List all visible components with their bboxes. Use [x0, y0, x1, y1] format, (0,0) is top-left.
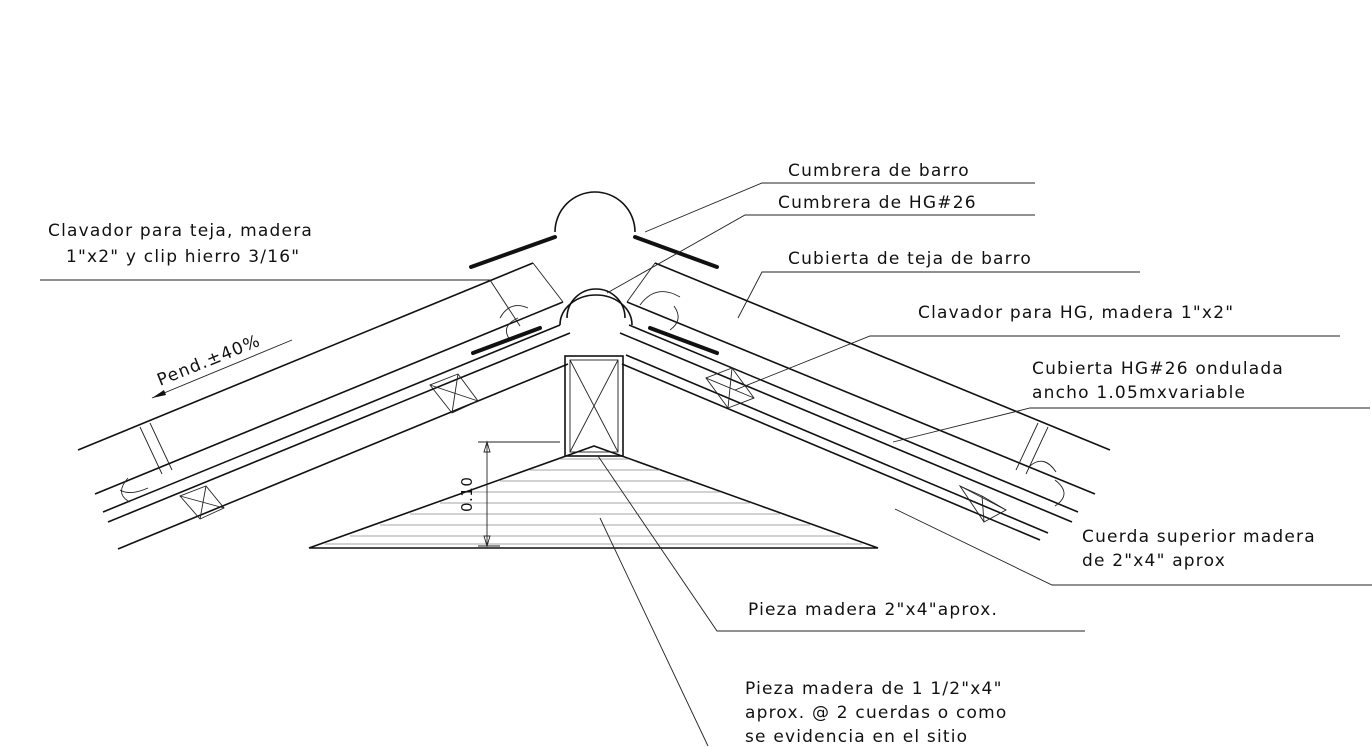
label-pieza-2x4: Pieza madera 2"x4"aprox.	[748, 600, 998, 620]
slope-annotation: Pend.±40%	[151, 331, 293, 399]
dimension-label: 0.10	[458, 477, 476, 512]
hg-ridge-cap	[559, 288, 633, 326]
slope-label: Pend.±40%	[154, 331, 263, 391]
label-clavador-teja-2: 1"x2" y clip hierro 3/16"	[66, 247, 300, 267]
label-cumbrera-hg: Cumbrera de HG#26	[778, 193, 977, 213]
leader-lines	[40, 182, 1372, 747]
label-cuerda-2: de 2"x4" aprox	[1082, 551, 1226, 571]
clay-ridge-cap	[469, 191, 719, 269]
left-roof-slope	[77, 262, 571, 550]
king-post	[564, 355, 624, 457]
right-roof-slope	[619, 262, 1111, 541]
label-cubierta-hg-2: ancho 1.05mxvariable	[1032, 383, 1246, 403]
label-pieza-15-1: Pieza madera de 1 1/2"x4"	[745, 679, 1003, 699]
label-clavador-teja-1: Clavador para teja, madera	[48, 221, 313, 241]
labels: Cumbrera de barro Cumbrera de HG#26 Cubi…	[48, 161, 1316, 747]
triangular-wood-piece	[308, 445, 879, 549]
label-clavador-hg: Clavador para HG, madera 1"x2"	[918, 303, 1234, 323]
label-pieza-15-3: se evidencia en el sitio	[745, 727, 968, 747]
label-pieza-15-2: aprox. @ 2 cuerdas o como	[745, 703, 1007, 723]
dimension-0-10: 0.10	[458, 440, 560, 548]
label-cubierta-teja: Cubierta de teja de barro	[788, 249, 1032, 269]
label-cuerda-1: Cuerda superior madera	[1082, 527, 1316, 547]
label-cubierta-hg-1: Cubierta HG#26 ondulada	[1032, 359, 1284, 379]
label-cumbrera-barro: Cumbrera de barro	[788, 161, 970, 181]
